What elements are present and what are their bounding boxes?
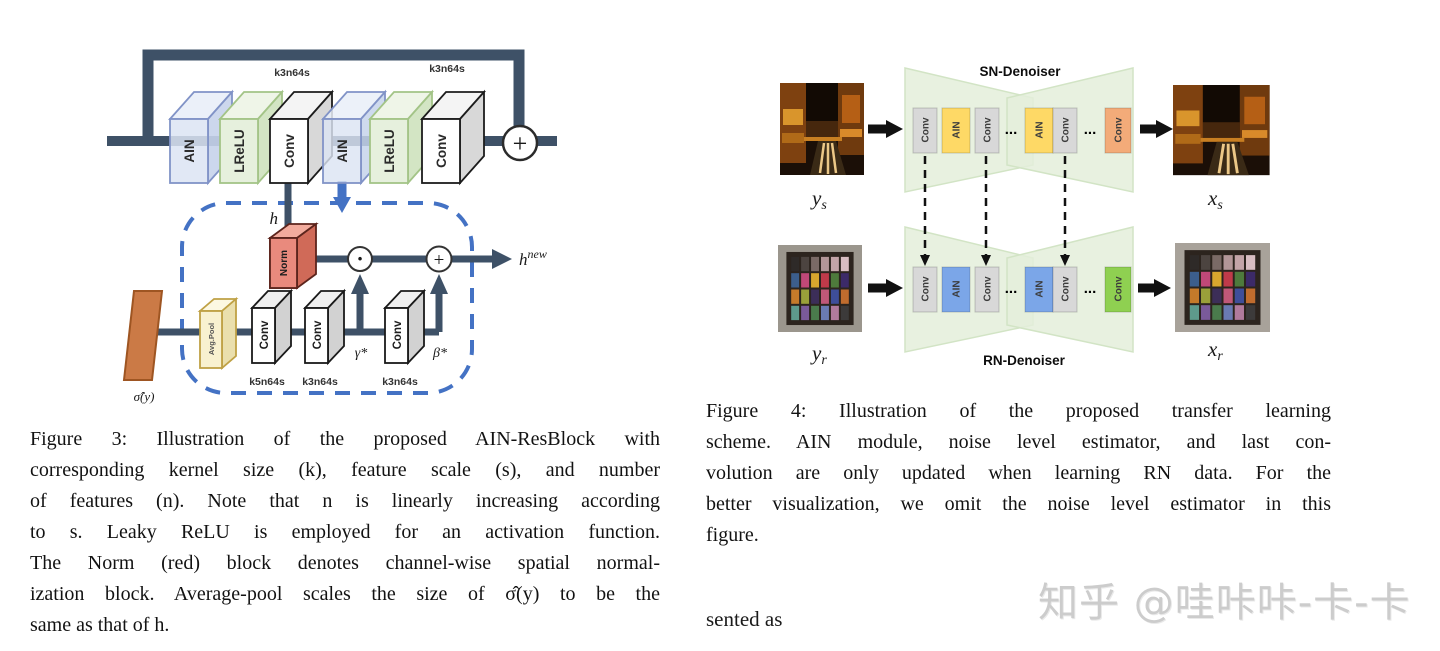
rn-denoiser-body <box>904 226 1134 353</box>
sigma-map-parallelogram <box>122 290 164 381</box>
bottom-conv-1-label: Conv <box>259 320 271 349</box>
night-street-photo-input <box>778 81 866 177</box>
shared-weight-dashed-lines <box>923 156 1067 255</box>
svg-text:AIN: AIN <box>1035 280 1046 297</box>
svg-text:Conv: Conv <box>1061 117 1072 142</box>
top-block-lrelu-1-label: LReLU <box>232 129 247 173</box>
sn-denoiser-body <box>904 67 1134 193</box>
xs-label: xs <box>1207 186 1223 213</box>
bottom-conv-3-label: Conv <box>392 320 404 349</box>
sn-denoiser-title: SN-Denoiser <box>979 64 1061 79</box>
night-street-photo-output <box>1171 83 1272 177</box>
caption-line: ization block. Average-pool scales the s… <box>30 583 660 605</box>
top-block-ain-2-label: AIN <box>335 139 350 162</box>
caption-line: scheme. AIN module, noise level estimato… <box>706 431 1331 453</box>
bottom-conv-3: Conv <box>382 288 427 366</box>
dot-operator: · <box>356 246 363 271</box>
caption-line: same as that of h. <box>30 614 170 636</box>
caption-line: Figure 3: Illustration of the proposed A… <box>30 428 660 450</box>
residual-sum-circle <box>501 124 539 162</box>
svg-text:Conv: Conv <box>921 117 932 142</box>
caption-line: of features (n). Note that n is linearly… <box>30 490 660 512</box>
bottom-conv-2: Conv <box>302 288 347 366</box>
xr-label: xr <box>1207 337 1223 364</box>
top-block-ain-1-label: AIN <box>182 139 197 162</box>
kernel-label-k3n64s-b: k3n64s <box>382 376 418 388</box>
top-block-conv-1: Conv <box>267 89 335 186</box>
body-text-fragment: sented as <box>706 607 783 631</box>
svg-text:Conv: Conv <box>1061 276 1072 301</box>
add-circle <box>425 245 453 273</box>
multiply-circle <box>347 246 373 272</box>
top-block-lrelu-2-label: LReLU <box>382 129 397 173</box>
caption-line: volution are only updated when learning … <box>706 462 1331 484</box>
gamma-label: γ* <box>355 346 368 361</box>
svg-text:...: ... <box>1005 121 1018 138</box>
gamma-arrow-head <box>351 274 369 294</box>
caption-line: Figure 4: Illustration of the proposed t… <box>706 400 1331 422</box>
figure3-diagram-container: h hnew σ̂(y) Norm Av <box>30 8 660 414</box>
top-block-conv-2-label: Conv <box>434 134 449 168</box>
svg-text:Conv: Conv <box>921 276 932 301</box>
h-new-label: hnew <box>519 247 547 269</box>
avgpool-block: Avg.Pool <box>197 297 239 370</box>
rn-block-labels: Conv AIN Conv ... AIN Conv ... Conv <box>921 276 1125 301</box>
caption-line: figure. <box>706 524 759 546</box>
beta-arrow-head <box>430 274 448 294</box>
svg-text:...: ... <box>1084 121 1097 138</box>
norm-label: Norm <box>279 250 290 276</box>
beta-label: β* <box>432 346 447 361</box>
bottom-conv-1: Conv <box>249 288 294 366</box>
caption-line: better visualization, we omit the noise … <box>706 493 1331 515</box>
svg-text:Conv: Conv <box>1114 276 1125 301</box>
color-checker-photo-output <box>1175 243 1270 332</box>
top-block-conv-1-label: Conv <box>282 134 297 168</box>
h-new-arrow-head <box>492 249 512 269</box>
norm-block: Norm <box>267 222 319 290</box>
kernel-label-top-2: k3n64s <box>429 63 465 75</box>
svg-text:AIN: AIN <box>952 121 963 138</box>
top-block-ain-2: AIN <box>320 89 388 186</box>
flow-arrows <box>868 120 1173 297</box>
rn-blocks <box>912 266 1132 313</box>
kernel-label-k3n64s-a: k3n64s <box>302 376 338 388</box>
sn-blocks <box>912 107 1132 154</box>
svg-text:AIN: AIN <box>952 280 963 297</box>
caption-line: to s. Leaky ReLU is employed for an acti… <box>30 521 660 543</box>
figure4-diagram-container: SN-Denoiser RN-Denoiser Conv <box>700 30 1325 385</box>
ain-resblock-diagram: h hnew σ̂(y) Norm Av <box>107 49 557 404</box>
ys-label: ys <box>810 186 827 213</box>
ain-module-dashed-box <box>180 201 474 395</box>
sigma-label: σ̂(y) <box>134 389 155 404</box>
figure4-caption: Figure 4: Illustration of the proposed t… <box>706 396 1331 551</box>
kernel-label-k5n64s: k5n64s <box>249 376 285 388</box>
rn-denoiser-title: RN-Denoiser <box>983 353 1066 368</box>
h-label: h <box>270 209 279 228</box>
sn-block-labels: Conv AIN Conv ... AIN Conv ... Conv <box>921 117 1125 142</box>
svg-text:AIN: AIN <box>1035 121 1046 138</box>
svg-text:Conv: Conv <box>1114 117 1125 142</box>
ain-blue-arrow-head <box>333 197 351 213</box>
skip-connection-line <box>142 49 525 146</box>
color-checker-photo-input <box>778 245 862 332</box>
figure3-caption: Figure 3: Illustration of the proposed A… <box>30 424 660 641</box>
svg-text:Conv: Conv <box>983 276 994 301</box>
svg-text:...: ... <box>1084 280 1097 297</box>
top-block-conv-2: Conv <box>419 89 487 186</box>
transfer-learning-diagram: SN-Denoiser RN-Denoiser Conv <box>778 64 1272 368</box>
plus-operator: + <box>434 250 445 271</box>
svg-text:Conv: Conv <box>983 117 994 142</box>
caption-line: The Norm (red) block denotes channel-wis… <box>30 552 660 574</box>
shared-weight-arrow-heads <box>920 255 1070 266</box>
kernel-label-top-1: k3n64s <box>274 67 310 79</box>
avgpool-label: Avg.Pool <box>207 323 216 355</box>
residual-plus-operator: + <box>513 129 528 158</box>
top-block-lrelu-2: LReLU <box>367 89 435 186</box>
zhihu-watermark: 知乎 @哇咔咔-卡-卡 <box>1038 580 1411 626</box>
yr-label: yr <box>810 341 827 368</box>
svg-text:...: ... <box>1005 280 1018 297</box>
bottom-conv-2-label: Conv <box>312 320 324 349</box>
caption-line: corresponding kernel size (k), feature s… <box>30 459 660 481</box>
